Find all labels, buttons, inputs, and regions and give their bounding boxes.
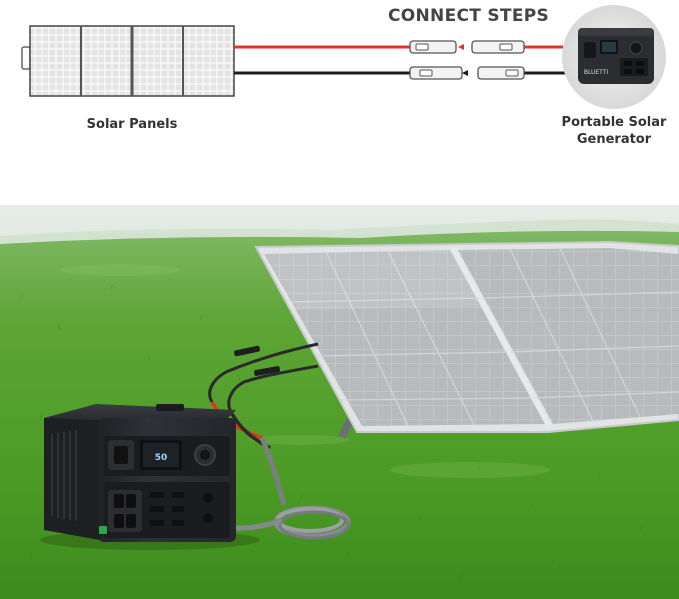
display-reading: 50: [155, 453, 168, 463]
generator-label: Portable Solar Generator: [561, 115, 667, 147]
solar-panels-label: Solar Panels: [86, 117, 178, 132]
brand-logo: BLUETTI: [584, 69, 609, 76]
solar-panel-illustration: [21, 25, 235, 97]
generator-illustration: BLUETTI: [578, 28, 654, 84]
page-title: CONNECT STEPS: [388, 6, 550, 26]
generator-unit: 50: [40, 404, 260, 550]
connect-steps-header: BLUETTI CONNECT STEPS Solar Panels Porta…: [0, 0, 679, 205]
connection-diagram: BLUETTI: [21, 5, 666, 109]
